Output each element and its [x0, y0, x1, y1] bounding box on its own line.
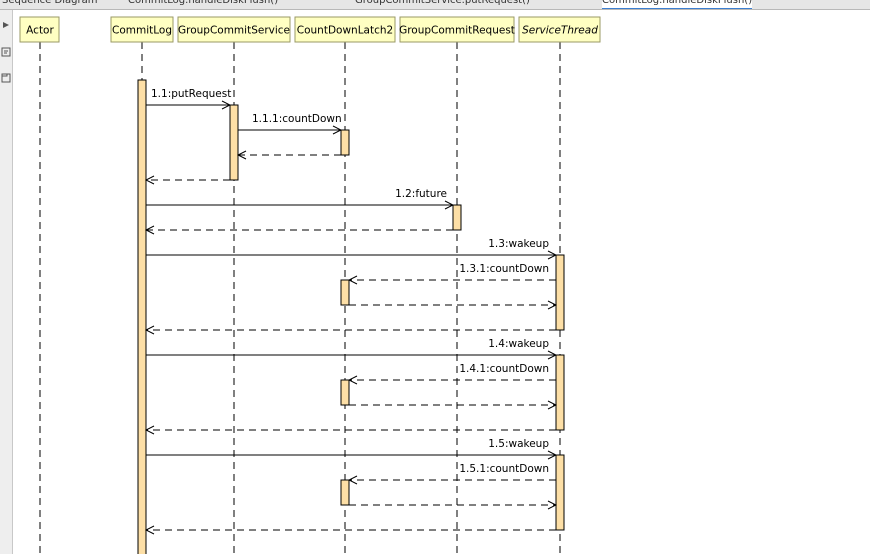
activation-countdownlatch2-2	[340, 279, 350, 306]
activation-countdownlatch2-4	[340, 479, 350, 506]
message-label-wakeup-1-3: 1.3:wakeup	[488, 238, 549, 250]
activation-service-thread-2	[555, 354, 565, 431]
message-label-wakeup-1-4: 1.4:wakeup	[488, 338, 549, 350]
messages	[146, 105, 556, 530]
activation-service-thread-3	[555, 454, 565, 531]
lifeline-header-group-commit-service[interactable]: GroupCommitService	[177, 16, 291, 43]
message-label-count-down-1-5-1: 1.5.1:countDown	[459, 463, 549, 475]
diagram-toolbar	[0, 10, 13, 554]
message-labels: 1.1:putRequest 1.1.1:countDown 1.2:futur…	[151, 88, 549, 475]
lifeline-group-commit-request-label: GroupCommitRequest	[399, 25, 515, 37]
message-label-count-down-1-1-1: 1.1.1:countDown	[252, 113, 342, 125]
lifeline-commitlog-label: CommitLog	[112, 25, 172, 37]
lifeline-header-service-thread[interactable]: ServiceThread	[518, 16, 601, 43]
activation-bars	[137, 79, 565, 554]
diagram-icon[interactable]	[1, 47, 11, 57]
activation-group-commit-request	[452, 204, 462, 231]
lifeline-header-commitlog[interactable]: CommitLog	[110, 16, 174, 43]
activation-commitlog	[137, 79, 147, 554]
message-label-put-request: 1.1:putRequest	[151, 88, 231, 100]
message-label-wakeup-1-5: 1.5:wakeup	[488, 438, 549, 450]
activation-countdownlatch2-3	[340, 379, 350, 406]
lifeline-header-group-commit-request[interactable]: GroupCommitRequest	[399, 16, 515, 43]
activation-group-commit-service	[229, 104, 239, 181]
tab-commitlog-handle-disk-flush-active[interactable]: CommitLog.handleDiskFlush()	[602, 0, 753, 9]
message-label-future: 1.2:future	[395, 188, 447, 200]
activation-service-thread-1	[555, 254, 565, 331]
tab-group-commit-service-put-request[interactable]: GroupCommitService.putRequest()	[355, 0, 530, 6]
lifeline-service-thread-label: ServiceThread	[522, 25, 598, 37]
frame-icon[interactable]	[1, 73, 11, 83]
editor-tab-bar: Sequence Diagram CommitLog.handleDiskFlu…	[0, 0, 870, 10]
lifeline-header-actor[interactable]: Actor	[19, 16, 60, 43]
activation-countdownlatch2-1	[340, 129, 350, 156]
lifeline-headers: Actor CommitLog GroupCommitService Count…	[19, 16, 601, 43]
lifeline-actor-label: Actor	[26, 25, 54, 37]
lifeline-group-commit-service-label: GroupCommitService	[178, 25, 290, 37]
tab-sequence-diagram[interactable]: Sequence Diagram	[2, 0, 98, 6]
arrow-icon[interactable]	[1, 20, 11, 30]
message-label-count-down-1-3-1: 1.3.1:countDown	[459, 263, 549, 275]
lifeline-countdownlatch2-label: CountDownLatch2	[297, 25, 393, 37]
message-label-count-down-1-4-1: 1.4.1:countDown	[459, 363, 549, 375]
tab-commitlog-handle-disk-flush[interactable]: CommitLog.handleDiskFlush()	[128, 0, 279, 6]
lifeline-header-countdownlatch2[interactable]: CountDownLatch2	[294, 16, 396, 43]
